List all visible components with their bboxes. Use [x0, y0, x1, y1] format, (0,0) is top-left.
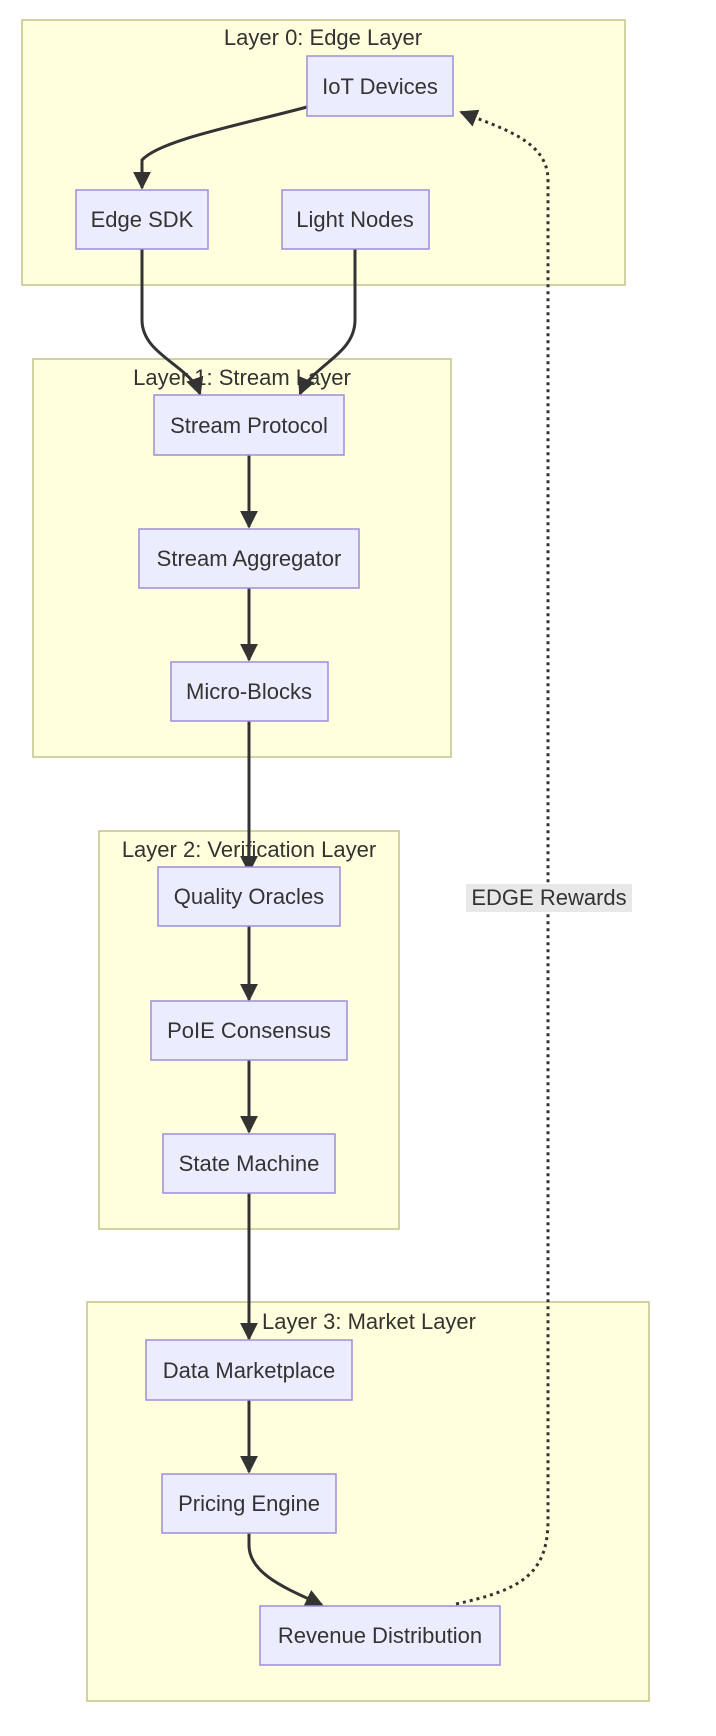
edge-revenue-to-iot-rewards	[455, 109, 550, 1606]
node-stream-protocol: Stream Protocol	[153, 394, 345, 456]
layer-1-title: Layer 1: Stream Layer	[133, 365, 351, 390]
node-poie-consensus-box	[150, 1000, 348, 1061]
edge-label-rewards-bg	[466, 884, 632, 912]
edge-label-rewards-text: EDGE Rewards	[471, 885, 626, 910]
node-data-marketplace: Data Marketplace	[145, 1339, 353, 1401]
edge-light-nodes-to-stream-protocol	[297, 249, 357, 396]
node-light-nodes-label: Light Nodes	[296, 207, 413, 232]
node-quality-oracles-label: Quality Oracles	[174, 884, 324, 909]
node-stream-aggregator: Stream Aggregator	[138, 528, 360, 589]
node-revenue-distribution-label: Revenue Distribution	[278, 1623, 482, 1648]
node-stream-protocol-box	[153, 394, 345, 456]
node-state-machine: State Machine	[162, 1133, 336, 1194]
edge-pricing-engine-to-revenue	[247, 1533, 324, 1607]
edge-iot-to-edge-sdk	[133, 105, 308, 190]
node-pricing-engine-label: Pricing Engine	[178, 1491, 320, 1516]
node-stream-aggregator-label: Stream Aggregator	[157, 546, 342, 571]
node-quality-oracles-box	[157, 866, 341, 927]
node-quality-oracles: Quality Oracles	[157, 866, 341, 927]
edge-edge-sdk-to-stream-protocol	[140, 249, 204, 396]
layer-3-title: Layer 3: Market Layer	[262, 1309, 476, 1334]
node-micro-blocks-label: Micro-Blocks	[186, 679, 312, 704]
node-data-marketplace-box	[145, 1339, 353, 1401]
node-micro-blocks: Micro-Blocks	[170, 661, 329, 722]
node-iot-devices: IoT Devices	[306, 55, 454, 117]
node-stream-aggregator-box	[138, 528, 360, 589]
node-data-marketplace-label: Data Marketplace	[163, 1358, 335, 1383]
edges	[133, 105, 550, 1607]
node-pricing-engine: Pricing Engine	[161, 1473, 337, 1534]
node-iot-devices-box	[306, 55, 454, 117]
node-state-machine-box	[162, 1133, 336, 1194]
node-light-nodes-box	[281, 189, 430, 250]
node-edge-sdk-box	[75, 189, 209, 250]
node-pricing-engine-box	[161, 1473, 337, 1534]
node-edge-sdk-label: Edge SDK	[91, 207, 194, 232]
node-stream-protocol-label: Stream Protocol	[170, 413, 328, 438]
node-edge-sdk: Edge SDK	[75, 189, 209, 250]
node-micro-blocks-box	[170, 661, 329, 722]
node-revenue-distribution-box	[259, 1605, 501, 1666]
layer-0-title: Layer 0: Edge Layer	[224, 25, 422, 50]
node-light-nodes: Light Nodes	[281, 189, 430, 250]
node-iot-devices-label: IoT Devices	[322, 74, 438, 99]
edge-label-rewards: EDGE Rewards	[466, 884, 632, 912]
node-state-machine-label: State Machine	[179, 1151, 320, 1176]
node-poie-consensus-label: PoIE Consensus	[167, 1018, 331, 1043]
node-poie-consensus: PoIE Consensus	[150, 1000, 348, 1061]
node-revenue-distribution: Revenue Distribution	[259, 1605, 501, 1666]
